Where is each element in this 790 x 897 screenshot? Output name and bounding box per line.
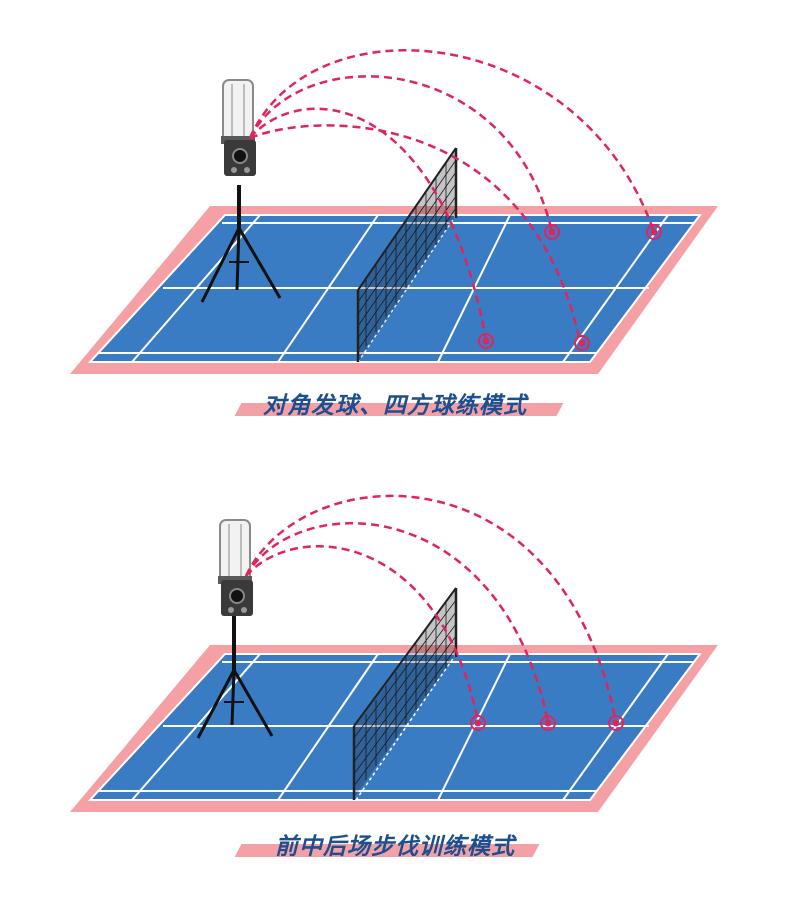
landing-target-icon	[574, 335, 590, 351]
trajectory-path	[248, 75, 554, 233]
caption-text: 前中后场步伐训练模式	[275, 834, 515, 860]
net	[356, 147, 458, 362]
caption-diagonal: 对角发球、四方球练模式	[0, 384, 790, 424]
trajectory-path	[244, 494, 618, 723]
landing-target-icon	[608, 715, 624, 731]
trajectories	[248, 49, 656, 343]
landing-target-icon	[470, 715, 486, 731]
landing-target-icon	[544, 224, 560, 240]
panel-diagonal	[0, 0, 790, 440]
panel-footwork	[0, 440, 790, 880]
shuttlecock-launcher-icon	[196, 519, 274, 739]
net	[352, 587, 458, 800]
caption-text: 对角发球、四方球练模式	[263, 393, 527, 419]
trajectory-path	[249, 107, 488, 341]
landing-targets	[470, 715, 624, 731]
caption-footwork: 前中后场步伐训练模式	[0, 825, 790, 865]
trajectory-path	[249, 124, 582, 343]
court-lines	[87, 214, 702, 363]
landing-target-icon	[478, 333, 494, 349]
landing-target-icon	[646, 224, 662, 240]
trajectories	[244, 494, 618, 723]
trajectory-path	[245, 545, 480, 723]
shuttlecock-launcher-icon	[200, 79, 282, 303]
court-scene-footwork	[70, 494, 718, 812]
court-scene-diagonal	[70, 49, 718, 374]
landing-target-icon	[540, 715, 556, 731]
landing-targets	[478, 224, 662, 351]
court-lines	[87, 653, 703, 801]
trajectory-path	[244, 521, 550, 723]
